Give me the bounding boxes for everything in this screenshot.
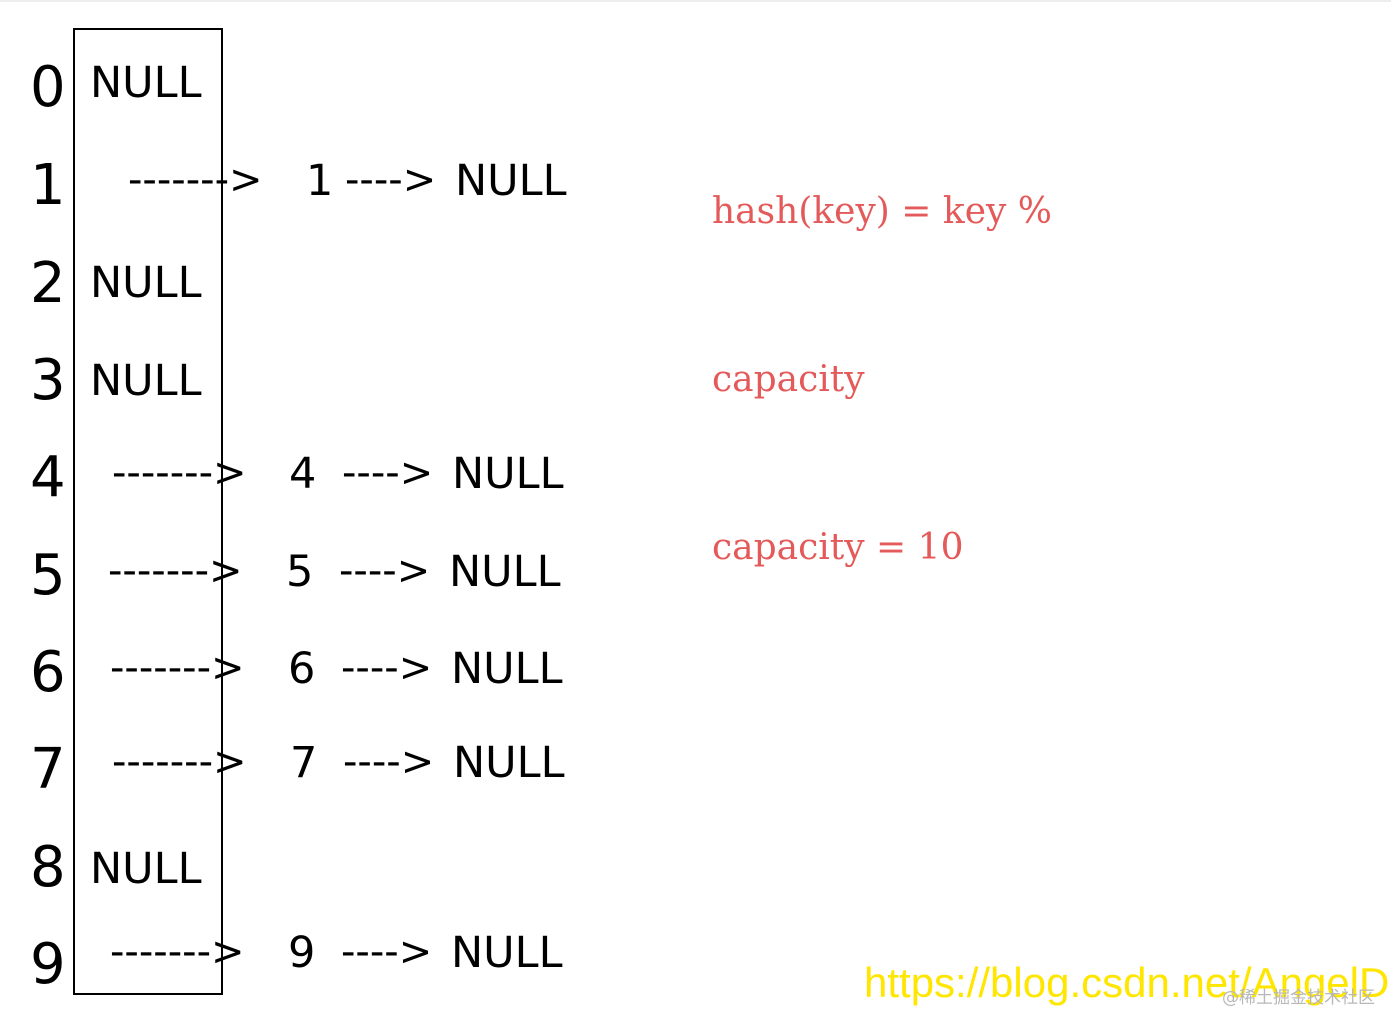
pointer-arrow: ------->	[112, 739, 247, 785]
slot-index: 7	[30, 737, 66, 802]
slot-index: 4	[30, 445, 66, 510]
slot-index: 5	[30, 543, 66, 608]
slot-index: 2	[30, 251, 66, 316]
slot-index: 3	[30, 348, 66, 413]
slot-index: 0	[30, 55, 66, 120]
slot-index: 8	[30, 835, 66, 900]
chain-row: -------> 1 ----> NULL	[0, 160, 700, 220]
chain-node-key: 9	[288, 928, 316, 978]
chain-row: -------> 7 ----> NULL	[0, 742, 700, 802]
chain-row: -------> 5 ----> NULL	[0, 551, 700, 611]
slot-index: 6	[30, 640, 66, 705]
next-arrow: ---->	[342, 450, 434, 496]
empty-bucket-label: NULL	[90, 258, 202, 308]
watermark-credit: @稀土掘金技术社区	[1222, 988, 1375, 1008]
empty-bucket-label: NULL	[90, 844, 202, 894]
empty-bucket-label: NULL	[90, 58, 202, 108]
chain-end-null: NULL	[451, 928, 563, 978]
next-arrow: ---->	[339, 548, 431, 594]
top-divider	[0, 0, 1391, 2]
watermark-url: https://blog.csdn.net/AngelDg	[864, 959, 1391, 1006]
chain-node-key: 6	[288, 644, 316, 694]
next-arrow: ---->	[343, 739, 435, 785]
pointer-arrow: ------->	[128, 157, 263, 203]
slot-index: 1	[30, 153, 66, 218]
chain-end-null: NULL	[453, 738, 565, 788]
pointer-arrow: ------->	[112, 450, 247, 496]
chain-row: -------> 4 ----> NULL	[0, 453, 700, 513]
hash-formula: hash(key) = key % capacity capacity = 10	[712, 72, 1052, 632]
next-arrow: ---->	[345, 157, 437, 203]
chain-end-null: NULL	[451, 644, 563, 694]
chain-node-key: 4	[289, 449, 317, 499]
chain-node-key: 1	[306, 156, 334, 206]
empty-bucket-label: NULL	[90, 356, 202, 406]
pointer-arrow: ------->	[108, 548, 243, 594]
bucket-array	[73, 28, 223, 995]
chain-node-key: 5	[286, 547, 314, 597]
formula-line: capacity	[712, 359, 865, 400]
pointer-arrow: ------->	[110, 929, 245, 975]
chain-end-null: NULL	[455, 156, 567, 206]
chain-end-null: NULL	[449, 547, 561, 597]
next-arrow: ---->	[341, 929, 433, 975]
chain-row: -------> 6 ----> NULL	[0, 648, 700, 708]
formula-line: hash(key) = key %	[712, 191, 1053, 232]
next-arrow: ---->	[341, 645, 433, 691]
formula-line: capacity = 10	[712, 527, 964, 568]
chain-end-null: NULL	[452, 449, 564, 499]
chain-row: -------> 9 ----> NULL	[0, 932, 700, 992]
pointer-arrow: ------->	[110, 645, 245, 691]
slot-index: 9	[30, 932, 66, 997]
chain-node-key: 7	[290, 738, 318, 788]
